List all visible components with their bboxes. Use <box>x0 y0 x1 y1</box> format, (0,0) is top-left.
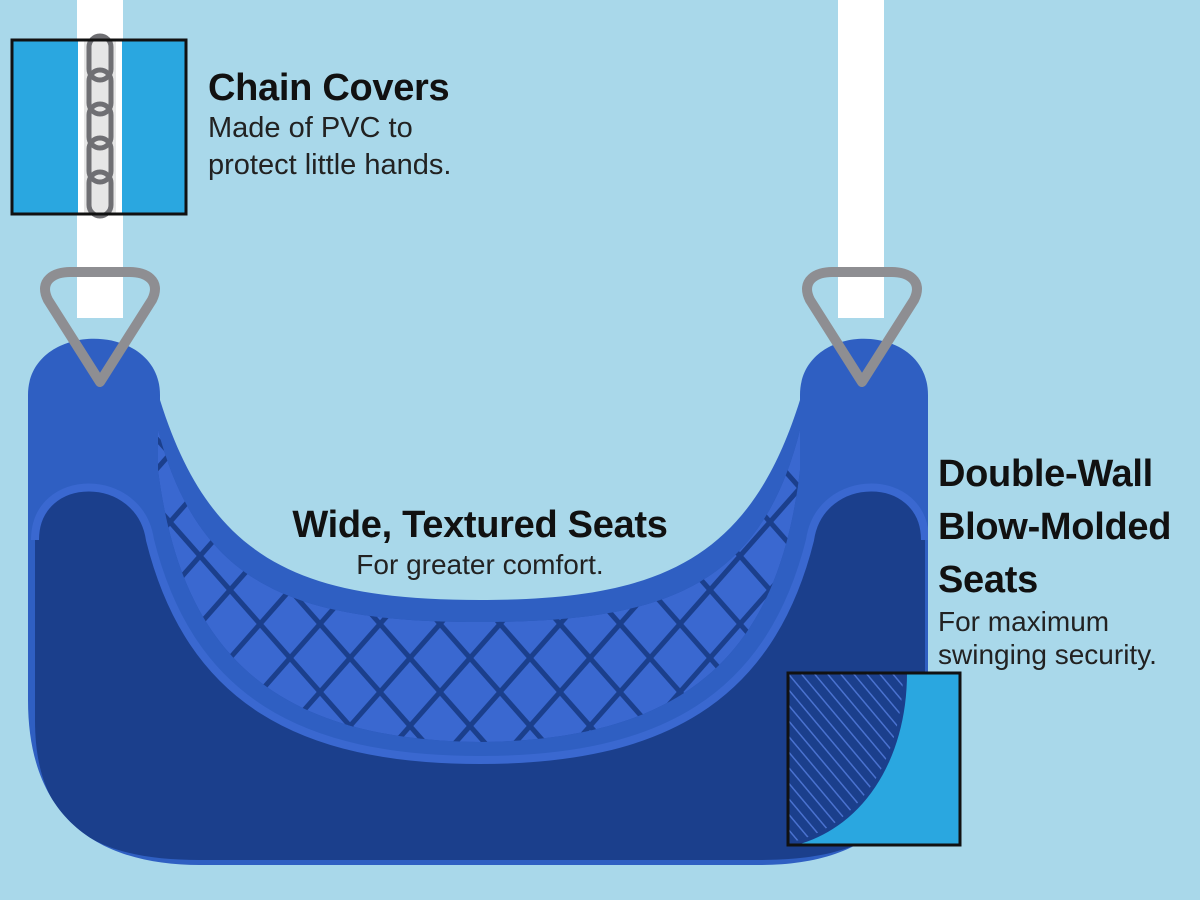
double-wall-callout: Double-Wall Blow-Molded Seats For maximu… <box>938 448 1200 673</box>
chain-covers-callout: Chain Covers Made of PVC to protect litt… <box>208 66 451 184</box>
seat-texture-line <box>0 420 20 760</box>
double-wall-title-line1: Double-Wall <box>938 453 1153 495</box>
textured-seats-title: Wide, Textured Seats <box>292 504 668 546</box>
double-wall-inset <box>786 671 962 847</box>
textured-seats-callout: Wide, Textured Seats For greater comfort… <box>250 502 710 582</box>
seat-texture-line <box>738 430 800 742</box>
seat-texture-line <box>558 430 800 742</box>
chain-cover-right <box>838 0 884 318</box>
double-wall-line1: For maximum <box>938 606 1110 637</box>
chain-covers-line1: Made of PVC to <box>208 112 413 144</box>
double-wall-title-line3: Seats <box>938 559 1038 601</box>
chain-icon <box>86 33 114 219</box>
double-wall-line2: swinging security. <box>938 639 1157 670</box>
double-wall-title-line2: Blow-Molded <box>938 506 1172 548</box>
chain-covers-line2: protect little hands. <box>208 149 452 181</box>
ring-right-icon <box>802 267 922 387</box>
ring-left-icon <box>40 267 160 387</box>
seat-texture-line <box>0 420 20 760</box>
chain-covers-title: Chain Covers <box>208 67 450 109</box>
chain-cover-inset <box>10 33 188 219</box>
textured-seats-subtitle: For greater comfort. <box>356 549 604 580</box>
